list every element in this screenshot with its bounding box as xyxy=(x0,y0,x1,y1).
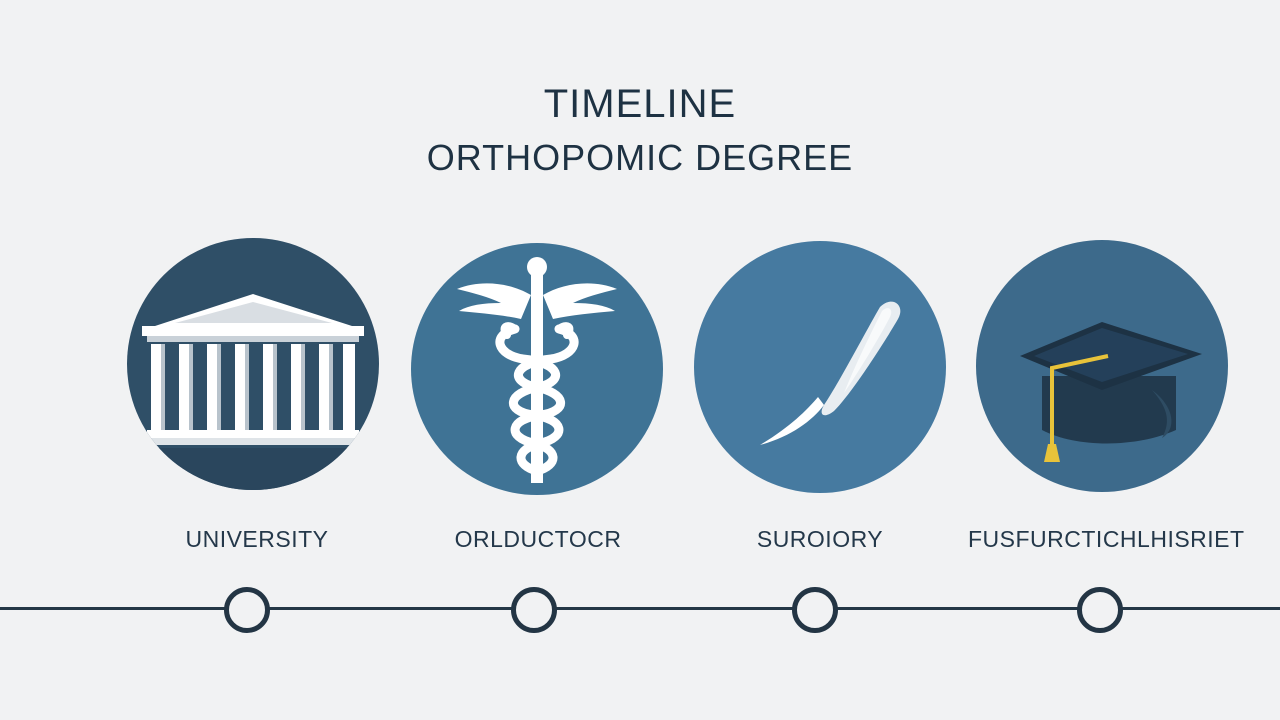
timeline-node-1 xyxy=(224,587,270,633)
page-title: TIMELINE xyxy=(543,82,737,126)
timeline-line xyxy=(0,607,1280,610)
page-subtitle: ORTHOPOMIC DEGREE xyxy=(426,137,854,178)
timeline-node-2 xyxy=(511,587,557,633)
step-label-4: FUSFURCTICHLHISRIET xyxy=(968,526,1245,552)
university-building-icon xyxy=(127,294,379,490)
graduation-cap-icon xyxy=(1020,322,1202,462)
scalpel-circle xyxy=(694,241,946,493)
university-circle xyxy=(127,238,379,490)
graduation-cap-circle xyxy=(976,240,1228,492)
step-label-3: SUROIORY xyxy=(756,526,884,552)
step-label-university: UNIVERSITY xyxy=(185,526,329,552)
timeline-node-3 xyxy=(792,587,838,633)
caduceus-circle xyxy=(411,243,663,495)
step-label-2: ORLDUCTOCR xyxy=(454,526,622,552)
caduceus-icon xyxy=(457,257,617,483)
timeline-node-4 xyxy=(1077,587,1123,633)
scalpel-icon xyxy=(760,301,901,445)
